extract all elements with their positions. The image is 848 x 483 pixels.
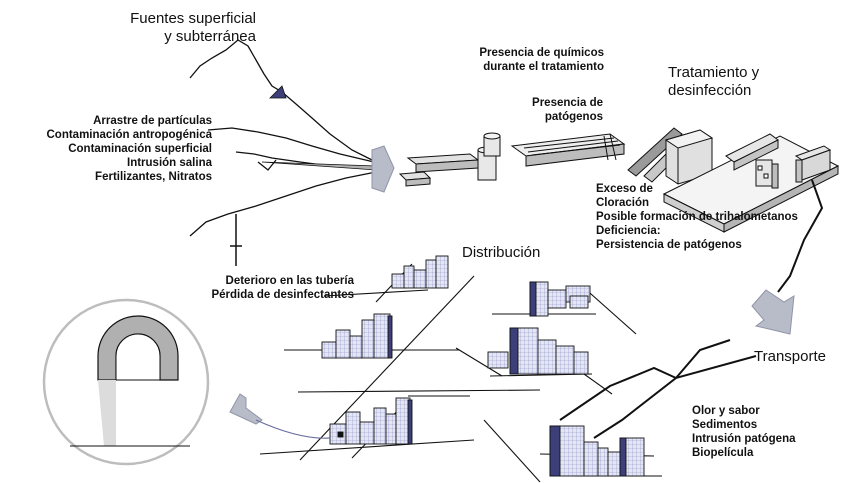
buildings [321, 255, 645, 477]
building-cluster-bottom [549, 425, 645, 477]
chemicals-line-1: Presencia de químicos [479, 47, 604, 59]
building-cluster-mid-right [487, 327, 589, 375]
sources-issue: Intrusión salina [127, 157, 212, 170]
return-line [255, 419, 331, 439]
sources-issue: Contaminación antropogénica [46, 129, 213, 142]
source-arrow [371, 145, 395, 193]
transport-issues-list: Olor y sabor Sedimentos Intrusión patóge… [692, 404, 842, 460]
sources-issue: Arrastre de partículas [93, 115, 212, 127]
transport-issue: Intrusión patógena [692, 433, 796, 446]
treatment-issue: Exceso de [596, 183, 653, 195]
sources-title: Fuentes superficial y subterránea [100, 10, 256, 47]
pathogens-line-2: patógenos [544, 111, 603, 124]
faucet-detail [42, 298, 210, 466]
treatment-issue: Persistencia de patógenos [596, 239, 742, 252]
distribution-title: Distribución [462, 244, 541, 261]
treatment-issue: Cloración [596, 197, 650, 210]
sources-title-line-2: y subterránea [164, 28, 256, 46]
treatment-chemicals-label: Presencia de químicos durante el tratami… [420, 46, 604, 74]
sources-issue: Contaminación superficial [68, 143, 212, 156]
transport-issue: Biopelícula [692, 447, 754, 460]
transport-issue: Olor y sabor [692, 405, 760, 417]
treatment-pathogens-label: Presencia de patógenos [500, 96, 603, 124]
sources-issues-list: Arrastre de partículas Contaminación ant… [0, 114, 213, 184]
well-pole [230, 214, 242, 266]
distribution-issue: Deterioro en las tubería [225, 275, 354, 287]
river-channel [261, 161, 377, 171]
building-cluster-top-right [529, 281, 591, 317]
treatment-plant [398, 132, 626, 187]
distribution-arrow [229, 393, 263, 425]
distribution-issues-list: Deterioro en las tubería Pérdida de desi… [170, 274, 354, 302]
transport-arrow [751, 289, 795, 335]
building-cluster-bottom-left [329, 397, 413, 445]
treatment-issue: Deficiencia: [596, 225, 661, 238]
hill-marker [269, 85, 287, 99]
transport-pipeline [559, 179, 824, 439]
pathogens-line-1: Presencia de [532, 97, 603, 109]
building-cluster-mid-left [321, 313, 393, 359]
treatment-title-line-2: desinfección [668, 82, 752, 100]
disinfection-unit [627, 127, 840, 233]
source-terrain [189, 39, 377, 237]
treatment-issues-list: Exceso de Cloración Posible formación de… [596, 182, 836, 252]
treatment-issue: Posible formación de trihalometanos [596, 211, 798, 224]
building-cluster-top [391, 255, 449, 289]
transport-issue: Sedimentos [692, 419, 758, 432]
transport-title: Transporte [754, 348, 826, 365]
chemicals-line-2: durante el tratamiento [483, 61, 604, 74]
distribution-issue: Pérdida de desinfectantes [211, 289, 354, 302]
sources-title-line-1: Fuentes superficial [130, 10, 256, 27]
sources-issue: Fertilizantes, Nitratos [95, 171, 212, 184]
treatment-title: Tratamiento y desinfección [668, 64, 798, 101]
treatment-title-line-1: Tratamiento y [668, 64, 760, 81]
